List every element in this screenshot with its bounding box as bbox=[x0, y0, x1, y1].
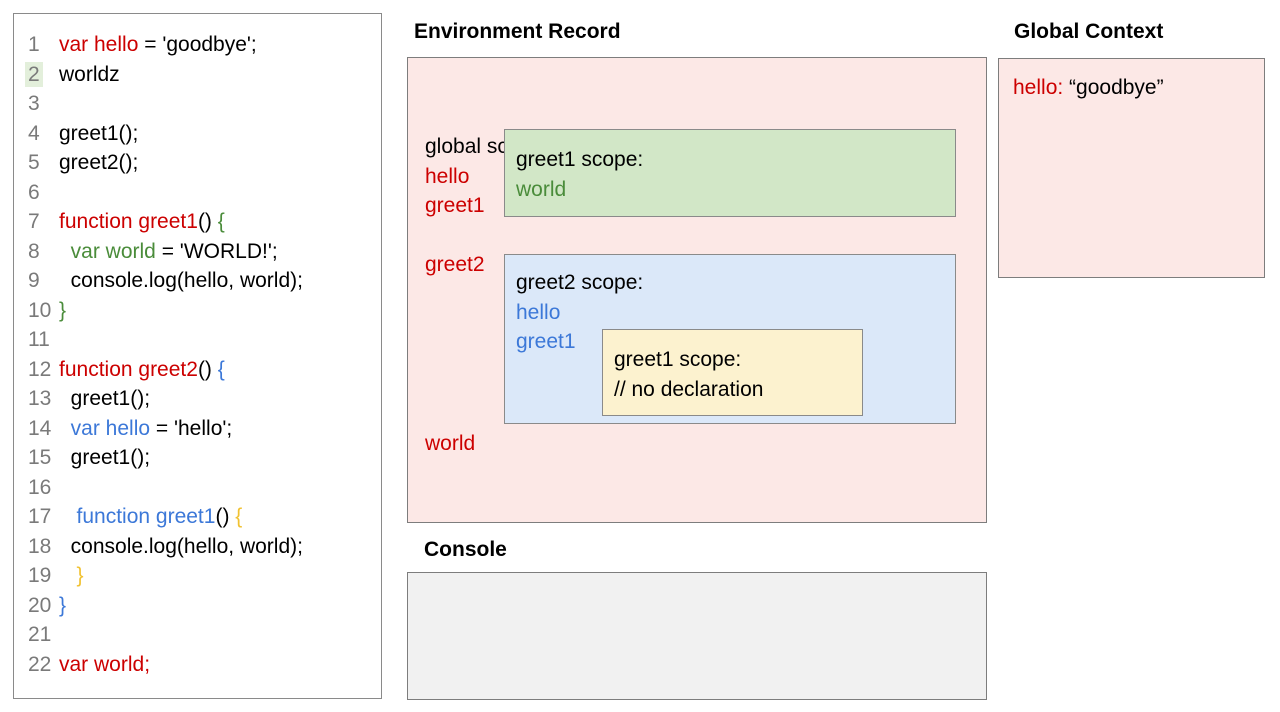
code-line: 20} bbox=[14, 591, 381, 621]
line-number: 8 bbox=[28, 239, 40, 263]
line-number: 18 bbox=[28, 534, 52, 558]
global-context-key: hello: bbox=[1013, 76, 1064, 99]
global-context-panel: hello: “goodbye” bbox=[998, 58, 1265, 278]
code-line: 21 bbox=[14, 620, 381, 650]
code-line-text: } bbox=[76, 564, 84, 587]
code-line: 14 var hello = 'hello'; bbox=[14, 414, 381, 444]
code-line: 13 greet1(); bbox=[14, 384, 381, 414]
line-number: 19 bbox=[28, 564, 52, 587]
line-number: 17 bbox=[28, 505, 52, 528]
global-var-hello: hello bbox=[425, 165, 470, 188]
global-var-world: world bbox=[425, 432, 476, 455]
code-line-text: console.log(hello, world); bbox=[59, 534, 303, 558]
line-number: 2 bbox=[25, 60, 59, 90]
line-number: 12 bbox=[28, 357, 52, 381]
line-number: 10 bbox=[28, 298, 52, 322]
global-var-greet2: greet2 bbox=[425, 253, 485, 276]
code-line: 16 bbox=[14, 473, 381, 503]
greet2-scope-box: greet2 scope: hello greet1 greet1 scope:… bbox=[504, 254, 956, 424]
code-line-text: var world; bbox=[59, 652, 151, 676]
code-line: 15 greet1(); bbox=[14, 443, 381, 473]
line-number: 4 bbox=[28, 121, 40, 145]
code-line-text: var hello = 'hello'; bbox=[70, 416, 233, 440]
code-line-text: greet1(); bbox=[59, 387, 151, 410]
greet1-scope-label: greet1 scope: bbox=[516, 148, 644, 171]
greet2-var-greet1: greet1 bbox=[516, 330, 576, 353]
code-line: 10} bbox=[14, 296, 381, 326]
code-line-text: function greet1() { bbox=[76, 505, 243, 528]
line-number: 20 bbox=[28, 593, 52, 617]
code-line-text: worldz bbox=[59, 62, 120, 86]
code-line-text: } bbox=[59, 593, 67, 617]
line-number: 11 bbox=[28, 328, 50, 351]
code-line: 11 bbox=[14, 325, 381, 355]
code-line-text: function greet1() { bbox=[59, 210, 225, 233]
code-line: 7 function greet1() { bbox=[14, 207, 381, 237]
greet1-scope-box: greet1 scope: world bbox=[504, 129, 956, 217]
line-number: 7 bbox=[28, 210, 40, 233]
code-line: 8 var world = 'WORLD!'; bbox=[14, 237, 381, 267]
console-panel bbox=[407, 572, 987, 700]
environment-record-panel: global scope: hello greet1 greet2 world … bbox=[407, 57, 987, 523]
line-number: 22 bbox=[28, 652, 52, 676]
greet2-scope-label: greet2 scope: bbox=[516, 271, 644, 294]
code-line: 3 bbox=[14, 89, 381, 119]
code-line-text: var world = 'WORLD!'; bbox=[70, 239, 278, 263]
code-line-text: function greet2() { bbox=[59, 357, 225, 381]
line-number: 13 bbox=[28, 387, 52, 410]
global-context-entry: hello: “goodbye” bbox=[1013, 73, 1264, 103]
line-number: 6 bbox=[28, 180, 40, 204]
global-context-title: Global Context bbox=[1014, 20, 1164, 43]
code-line: 22 var world; bbox=[14, 650, 381, 680]
global-context-value: “goodbye” bbox=[1063, 76, 1164, 99]
code-line: 5 greet2(); bbox=[14, 148, 381, 178]
code-line-text: greet2(); bbox=[59, 151, 139, 174]
code-line: 12 function greet2() { bbox=[14, 355, 381, 385]
line-number: 16 bbox=[28, 475, 52, 499]
code-line: 18 console.log(hello, world); bbox=[14, 532, 381, 562]
code-line: 9 console.log(hello, world); bbox=[14, 266, 381, 296]
line-number: 5 bbox=[28, 151, 40, 174]
code-line-text: greet1(); bbox=[59, 121, 139, 145]
code-line-text: } bbox=[59, 298, 67, 322]
nested-greet1-scope-label: greet1 scope: bbox=[614, 348, 742, 371]
line-number: 21 bbox=[28, 623, 52, 646]
global-var-greet1: greet1 bbox=[425, 194, 485, 217]
environment-record-title: Environment Record bbox=[414, 20, 621, 43]
line-number: 3 bbox=[28, 92, 40, 115]
line-number: 1 bbox=[28, 33, 40, 56]
line-number: 9 bbox=[28, 269, 40, 292]
console-title: Console bbox=[424, 538, 507, 561]
greet1-var-world: world bbox=[516, 177, 567, 201]
code-line: 6 bbox=[14, 178, 381, 208]
code-line: 19 } bbox=[14, 561, 381, 591]
line-number: 14 bbox=[28, 416, 52, 440]
code-line: 1 var hello = 'goodbye'; bbox=[14, 30, 381, 60]
greet2-var-hello: hello bbox=[516, 300, 561, 324]
code-line: 4 greet1(); bbox=[14, 119, 381, 149]
nested-greet1-scope-box: greet1 scope: // no declaration bbox=[602, 329, 863, 416]
nested-greet1-comment: // no declaration bbox=[614, 377, 764, 401]
line-number: 15 bbox=[28, 446, 52, 469]
code-line: 17 function greet1() { bbox=[14, 502, 381, 532]
code-line-text: console.log(hello, world); bbox=[59, 269, 303, 292]
code-line-text: greet1(); bbox=[59, 446, 151, 469]
code-line-text: var hello = 'goodbye'; bbox=[59, 33, 257, 56]
